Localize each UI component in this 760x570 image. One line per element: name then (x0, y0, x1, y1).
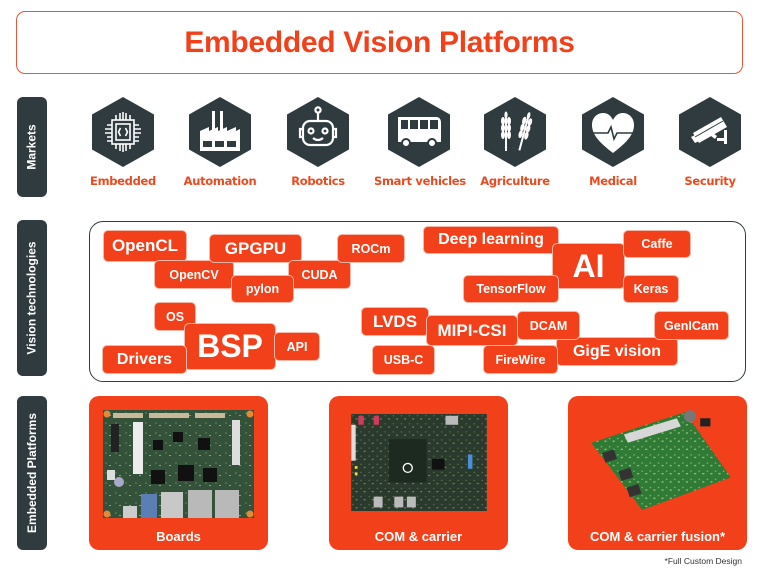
section-label-text: Vision technologies (25, 241, 40, 355)
market-label: Security (684, 174, 736, 188)
tag-rocm: ROCm (337, 234, 405, 263)
section-label-markets: Markets (17, 97, 47, 197)
board-image (103, 410, 254, 518)
factory-icon (189, 97, 251, 167)
tag-mipi-csi: MIPI-CSI (426, 315, 518, 346)
tag-pylon: pylon (231, 275, 294, 303)
market-smart-vehicles: Smart vehicles (374, 97, 466, 188)
tag-opencv: OpenCV (154, 260, 234, 289)
chip-icon (92, 97, 154, 167)
platform-card-com-carrier: COM & carrier (329, 396, 508, 550)
section-label-text: Embedded Platforms (25, 412, 39, 534)
platform-label: COM & carrier (374, 529, 463, 544)
market-label: Robotics (291, 174, 345, 188)
market-label: Medical (589, 174, 637, 188)
board-image (591, 410, 731, 510)
tag-cuda: CUDA (288, 260, 351, 289)
tag-api: API (274, 332, 320, 361)
bus-icon (388, 97, 450, 167)
market-label: Embedded (90, 174, 156, 188)
market-security: Security (665, 97, 755, 188)
page-title: Embedded Vision Platforms (184, 25, 575, 59)
title-box: Embedded Vision Platforms (16, 11, 743, 74)
tag-caffe: Caffe (623, 230, 691, 258)
tag-ai: AI (552, 243, 625, 289)
tag-usb-c: USB-C (372, 345, 435, 375)
vision-technologies-box (89, 221, 746, 382)
platform-label: COM & carrier fusion* (589, 529, 726, 544)
tag-gige-vision: GigE vision (556, 337, 678, 366)
tag-keras: Keras (623, 275, 679, 303)
tag-tensorflow: TensorFlow (463, 275, 559, 303)
tag-opencl: OpenCL (103, 230, 187, 262)
tag-dcam: DCAM (517, 311, 580, 340)
platform-card-boards: Boards (89, 396, 268, 550)
market-label: Smart vehicles (374, 174, 466, 188)
section-label-embedded-platforms: Embedded Platforms (17, 396, 47, 550)
tag-bsp: BSP (184, 323, 276, 370)
market-robotics: Robotics (273, 97, 363, 188)
platform-card-com-carrier-fusion: COM & carrier fusion* (568, 396, 747, 550)
security-camera-icon (679, 97, 741, 167)
robot-icon (287, 97, 349, 167)
tag-genicam: GenICam (654, 311, 729, 340)
board-image (351, 414, 487, 511)
market-label: Automation (183, 174, 257, 188)
tag-drivers: Drivers (102, 345, 187, 374)
tag-firewire: FireWire (483, 345, 558, 374)
market-medical: Medical (568, 97, 658, 188)
heartbeat-icon (582, 97, 644, 167)
section-label-text: Markets (25, 124, 40, 170)
platform-label: Boards (156, 529, 201, 544)
market-label: Agriculture (480, 174, 550, 188)
market-embedded: Embedded (78, 97, 168, 188)
wheat-icon (484, 97, 546, 167)
tag-deep-learning: Deep learning (423, 226, 559, 254)
market-agriculture: Agriculture (470, 97, 560, 188)
tag-gpgpu: GPGPU (209, 234, 302, 263)
footnote: *Full Custom Design (664, 556, 742, 566)
market-automation: Automation (175, 97, 265, 188)
tag-lvds: LVDS (361, 307, 429, 336)
section-label-vision-technologies: Vision technologies (17, 220, 47, 376)
